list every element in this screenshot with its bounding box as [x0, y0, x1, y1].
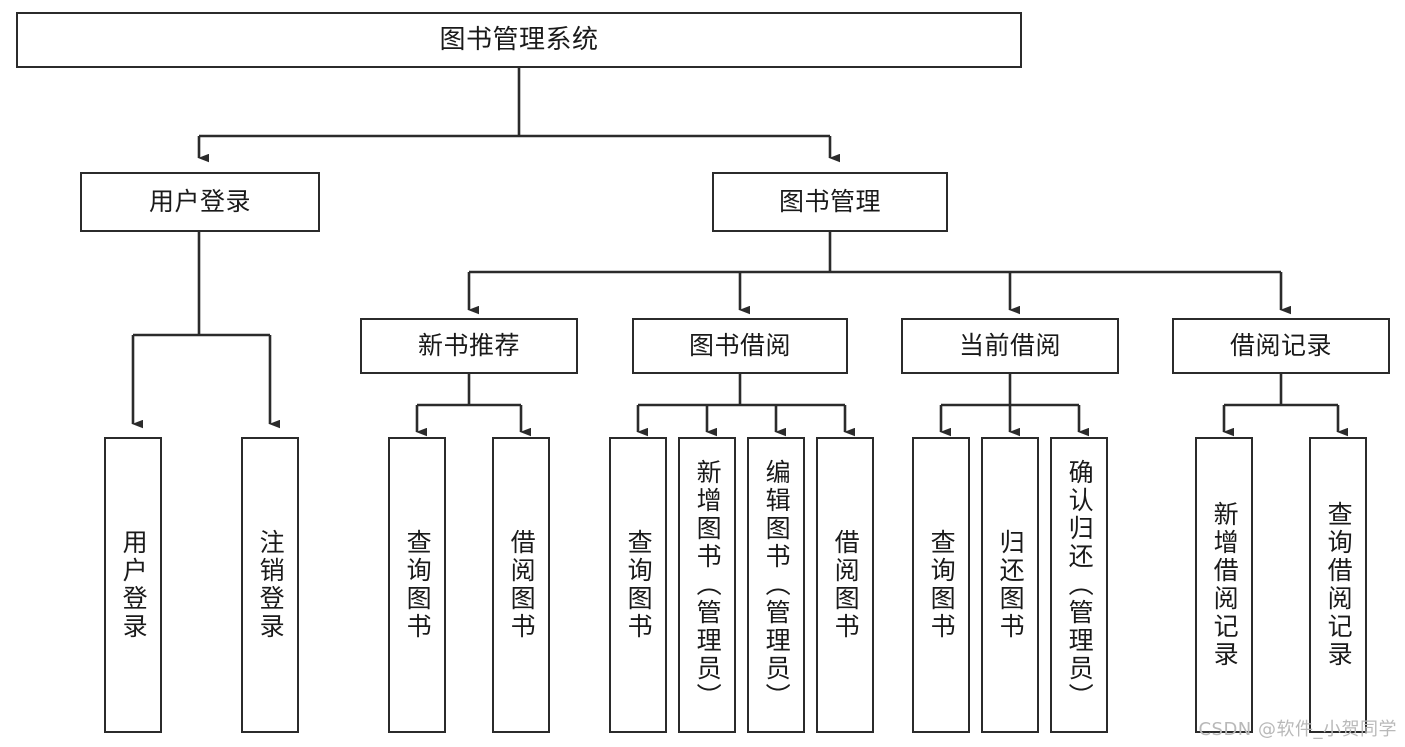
node-book-management[interactable]: 图书管理 — [712, 172, 948, 232]
leaf-user-login-login[interactable]: 用户登录 — [104, 437, 162, 733]
node-label: 编辑图书（管理员） — [762, 459, 792, 711]
node-label: 当前借阅 — [958, 331, 1061, 361]
node-label: 新书推荐 — [417, 331, 520, 361]
node-label: 新增借阅记录 — [1210, 501, 1240, 669]
node-label: 借阅图书 — [831, 529, 861, 641]
leaf-current-borrow-return[interactable]: 归还图书 — [981, 437, 1039, 733]
leaf-borrow-book-add-admin[interactable]: 新增图书（管理员） — [678, 437, 736, 733]
node-label: 新增图书（管理员） — [693, 459, 723, 711]
leaf-borrow-book-borrow[interactable]: 借阅图书 — [816, 437, 874, 733]
leaf-borrow-record-query[interactable]: 查询借阅记录 — [1309, 437, 1367, 733]
leaf-current-borrow-query[interactable]: 查询图书 — [912, 437, 970, 733]
node-label: 用户登录 — [119, 529, 149, 641]
node-label: 用户登录 — [148, 187, 251, 217]
node-label: 查询图书 — [403, 529, 433, 641]
node-label: 图书借阅 — [688, 331, 791, 361]
node-label: 图书管理 — [778, 187, 881, 217]
node-label: 查询图书 — [927, 529, 957, 641]
leaf-new-book-borrow[interactable]: 借阅图书 — [492, 437, 550, 733]
node-root-book-management-system[interactable]: 图书管理系统 — [16, 12, 1022, 68]
node-label: 图书管理系统 — [439, 24, 599, 55]
watermark-text: CSDN @软件_小贺同学 — [1198, 719, 1397, 740]
node-label: 借阅记录 — [1229, 331, 1332, 361]
node-label: 注销登录 — [256, 529, 286, 641]
node-label: 确认归还（管理员） — [1065, 459, 1095, 711]
node-book-borrowing[interactable]: 图书借阅 — [632, 318, 848, 374]
leaf-borrow-record-add[interactable]: 新增借阅记录 — [1195, 437, 1253, 733]
leaf-borrow-book-edit-admin[interactable]: 编辑图书（管理员） — [747, 437, 805, 733]
leaf-new-book-query[interactable]: 查询图书 — [388, 437, 446, 733]
node-current-borrowing[interactable]: 当前借阅 — [901, 318, 1119, 374]
node-new-book-recommendation[interactable]: 新书推荐 — [360, 318, 578, 374]
leaf-current-borrow-confirm-return-admin[interactable]: 确认归还（管理员） — [1050, 437, 1108, 733]
node-label: 借阅图书 — [507, 529, 537, 641]
node-label: 查询图书 — [624, 529, 654, 641]
node-borrowing-record[interactable]: 借阅记录 — [1172, 318, 1390, 374]
node-label: 归还图书 — [996, 529, 1026, 641]
leaf-borrow-book-query[interactable]: 查询图书 — [609, 437, 667, 733]
node-user-login[interactable]: 用户登录 — [80, 172, 320, 232]
leaf-user-login-logout[interactable]: 注销登录 — [241, 437, 299, 733]
node-label: 查询借阅记录 — [1324, 501, 1354, 669]
